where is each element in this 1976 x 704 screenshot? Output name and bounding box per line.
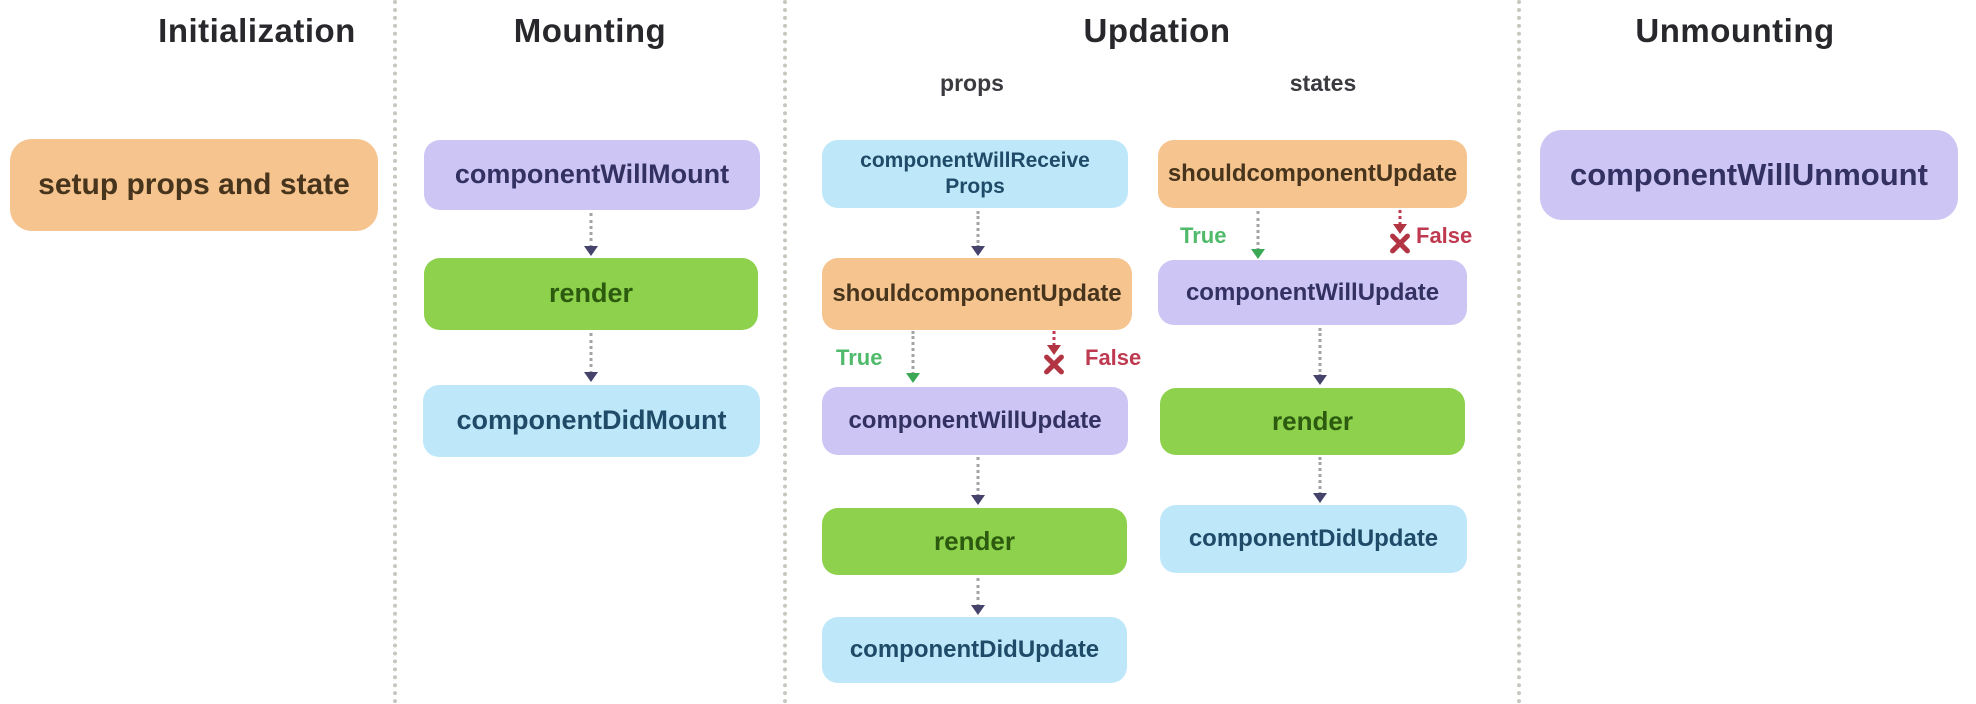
flow-arrow	[1313, 457, 1327, 503]
flow-arrow	[971, 457, 985, 505]
node-component-did-update-states: componentDidUpdate	[1160, 505, 1467, 573]
node-component-will-update-props: componentWillUpdate	[822, 387, 1128, 455]
node-render-states: render	[1160, 388, 1465, 455]
flow-arrow	[584, 333, 598, 382]
column-title-updation: Updation	[1083, 12, 1231, 49]
node-component-did-update-props: componentDidUpdate	[822, 617, 1127, 683]
node-component-will-unmount: componentWillUnmount	[1540, 130, 1958, 220]
column-divider	[393, 0, 397, 704]
condition-false-label: False	[1416, 223, 1473, 248]
node-component-will-receive-props: componentWillReceiveProps	[822, 140, 1128, 208]
branch-label-props: props	[940, 70, 1004, 96]
node-should-component-update-states: shouldcomponentUpdate	[1158, 140, 1467, 208]
flow-arrow	[1313, 328, 1327, 385]
column-divider	[783, 0, 787, 704]
node-should-component-update-props: shouldcomponentUpdate	[822, 258, 1132, 330]
node-setup-props-and-state: setup props and state	[10, 139, 378, 231]
node-component-will-update-states: componentWillUpdate	[1158, 260, 1467, 325]
flow-arrow-true	[906, 331, 920, 383]
column-title-mounting: Mounting	[513, 12, 667, 49]
node-render-mounting: render	[424, 258, 758, 330]
flow-arrow	[971, 578, 985, 615]
condition-true-label: True	[836, 345, 883, 370]
branch-label-states: states	[1289, 70, 1357, 96]
column-divider	[1517, 0, 1521, 704]
condition-true-label: True	[1180, 223, 1227, 248]
condition-false-label: False	[1085, 345, 1142, 370]
node-render-props: render	[822, 508, 1127, 575]
flow-arrow-true	[1251, 211, 1265, 259]
blocked-false-icon	[1385, 210, 1415, 260]
column-title-initialization: Initialization	[158, 12, 356, 49]
node-component-will-mount: componentWillMount	[424, 140, 760, 210]
flow-arrow	[971, 211, 985, 256]
node-component-did-mount: componentDidMount	[423, 385, 760, 457]
column-title-unmounting: Unmounting	[1635, 12, 1835, 49]
flow-arrow	[584, 213, 598, 256]
blocked-false-icon	[1039, 331, 1069, 381]
